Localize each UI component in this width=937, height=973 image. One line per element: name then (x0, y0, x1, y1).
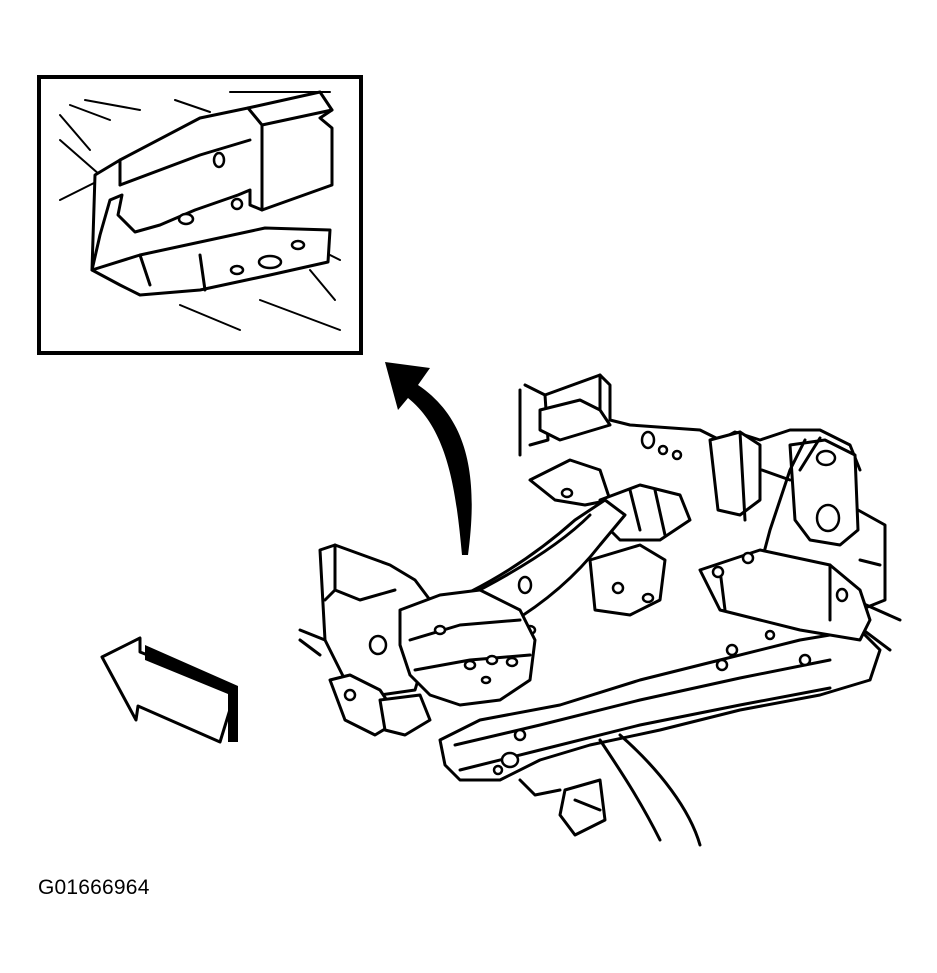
front-direction-arrow-icon (100, 636, 238, 744)
curved-arrow-icon (385, 362, 472, 555)
detail-inset (37, 75, 363, 355)
frame-assembly (298, 373, 902, 847)
figure-caption: G01666964 (38, 876, 150, 899)
